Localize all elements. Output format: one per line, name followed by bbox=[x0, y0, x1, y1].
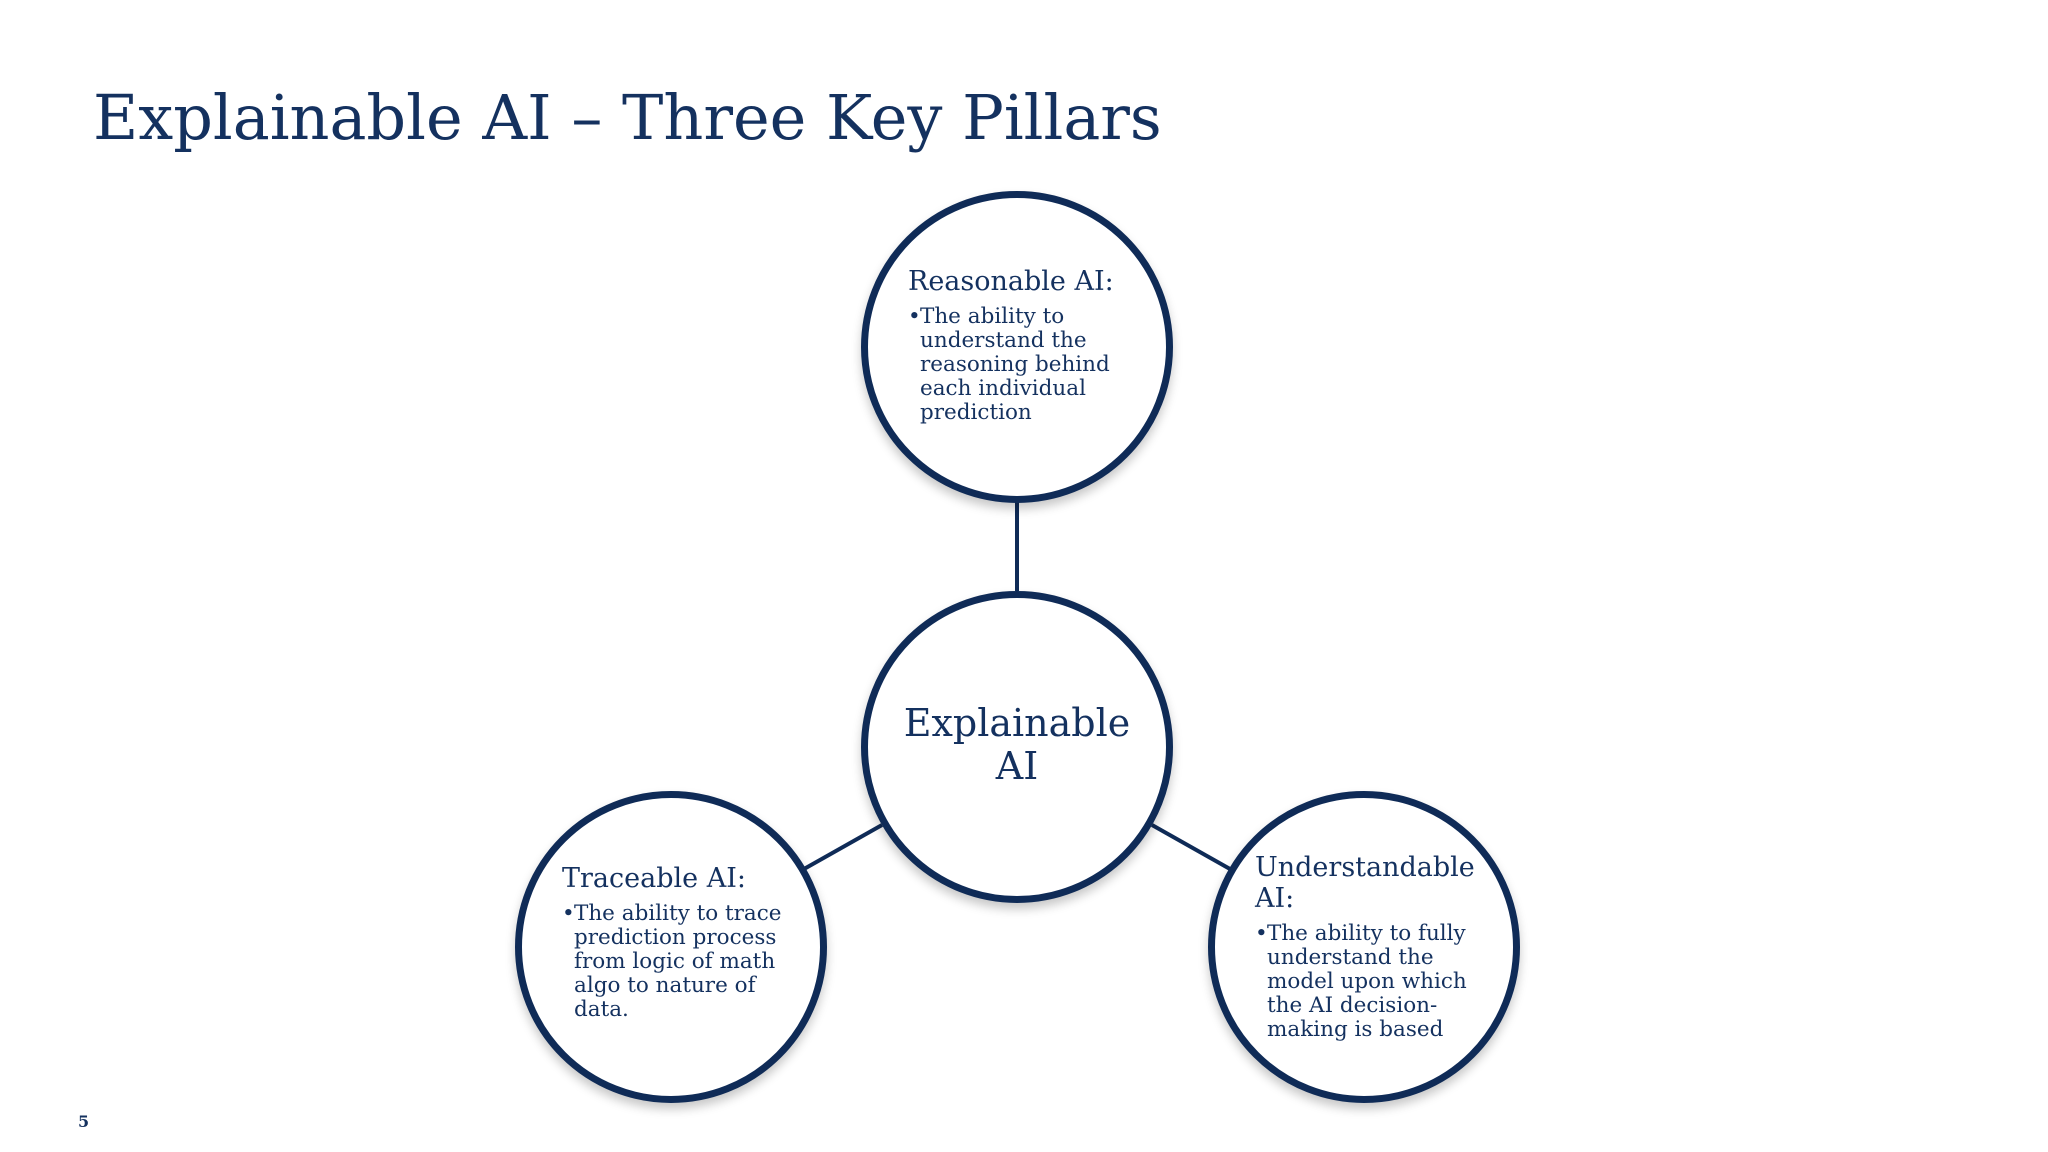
pillar-description: •The ability to fully understand the mod… bbox=[1255, 922, 1477, 1042]
pillar-circle-understandable-ai: Understandable AI: •The ability to fully… bbox=[1208, 791, 1520, 1103]
pillar-description-text: The ability to fully understand the mode… bbox=[1267, 921, 1467, 1043]
pillar-title-reasonable-ai: Reasonable AI: bbox=[908, 266, 1114, 297]
pillar-description-text: The ability to understand the reasoning … bbox=[920, 304, 1110, 426]
slide-title: Explainable AI – Three Key Pillars bbox=[93, 81, 1162, 154]
page-number: 5 bbox=[78, 1112, 90, 1131]
pillar-content: Traceable AI: •The ability to trace pred… bbox=[562, 863, 804, 1022]
pillar-description: •The ability to understand the reasoning… bbox=[908, 304, 1120, 426]
bullet-marker: • bbox=[1255, 921, 1268, 947]
center-circle-explainable-ai: Explainable AI bbox=[861, 591, 1173, 903]
pillar-circle-traceable-ai: Traceable AI: •The ability to trace pred… bbox=[515, 791, 827, 1103]
bullet-marker: • bbox=[562, 901, 575, 927]
connector-center-to-left bbox=[803, 823, 883, 871]
pillar-description: •The ability to trace prediction process… bbox=[562, 901, 784, 1023]
connector-center-to-right bbox=[1151, 823, 1231, 871]
center-label: Explainable AI bbox=[904, 702, 1131, 787]
pillar-title-understandable-ai: Understandable AI: bbox=[1255, 852, 1475, 915]
center-label-line2: AI bbox=[995, 744, 1039, 788]
pillar-description-text: The ability to trace prediction process … bbox=[574, 901, 782, 1023]
pillar-content: Understandable AI: •The ability to fully… bbox=[1255, 852, 1497, 1042]
center-label-line1: Explainable bbox=[903, 701, 1131, 746]
pillar-content: Reasonable AI: •The ability to understan… bbox=[908, 266, 1150, 425]
pillar-circle-reasonable-ai: Reasonable AI: •The ability to understan… bbox=[861, 191, 1173, 503]
pillar-title-traceable-ai: Traceable AI: bbox=[562, 863, 746, 894]
bullet-marker: • bbox=[908, 304, 921, 330]
